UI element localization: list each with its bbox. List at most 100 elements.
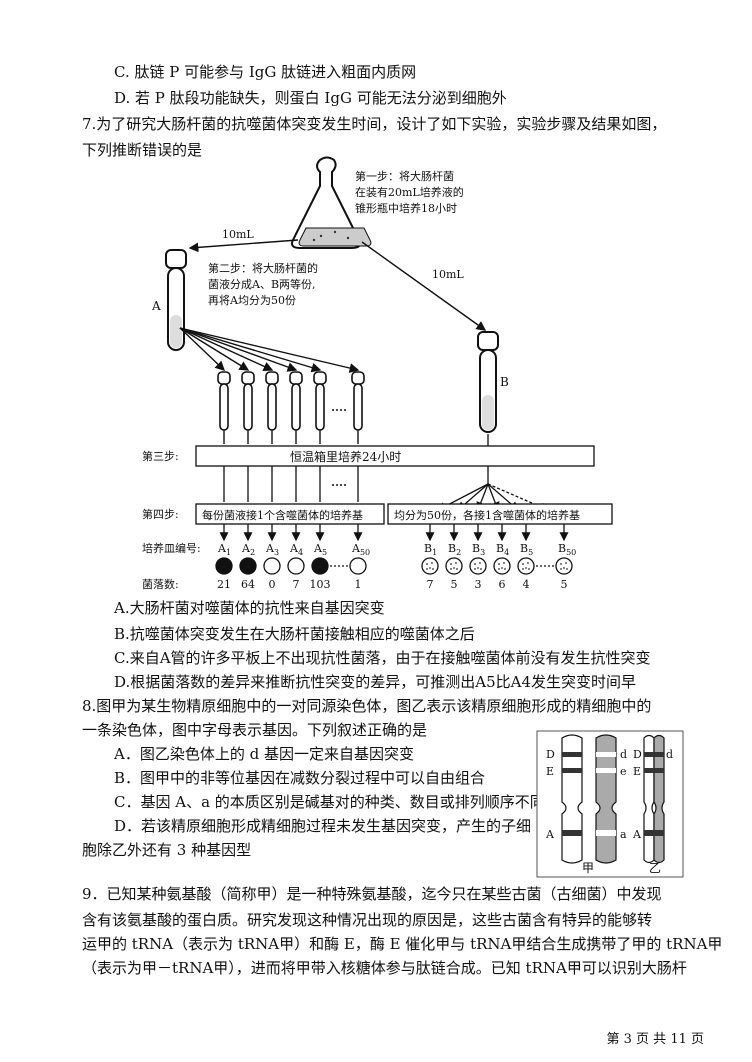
colony-dot [453, 567, 455, 569]
a-dish-label: A1 [217, 542, 231, 557]
volume-right-label: 10mL [432, 268, 464, 281]
a-petri-dish [311, 557, 329, 575]
colony-dot [498, 568, 500, 570]
step2-line1: 第二步：将大肠杆菌的 [208, 261, 318, 275]
a-dish-label: A4 [289, 542, 303, 557]
a-colony-count: 103 [310, 578, 331, 591]
a-dish-label: A2 [241, 542, 255, 557]
dish-number-label: 培养皿编号: [142, 541, 201, 555]
colony-dot [450, 563, 452, 565]
step1-line3: 锥形瓶中培养18小时 [355, 201, 457, 215]
a-dish-label: A50 [351, 542, 370, 557]
colony-dot [522, 563, 524, 565]
chromosome-jia-left [561, 734, 583, 864]
step3-box [195, 445, 595, 467]
a-colony-count: 21 [217, 578, 231, 591]
colony-dot [522, 568, 524, 570]
colony-dot [566, 568, 568, 570]
q7-option-d: D.根据菌落数的差异来推断抗性突变的差异，可推测出A5比A4发生突变时间早 [114, 673, 637, 691]
step3-label: 第三步: [142, 449, 179, 463]
colony-dot [429, 567, 431, 569]
q8-stem-line1: 8.图甲为某生物精原细胞中的一对同源染色体，图乙表示该精原细胞形成的精细胞中的 [82, 697, 652, 715]
colony-dot [479, 562, 481, 564]
a-dish-label: A3 [265, 542, 279, 557]
a-dish-label: A5 [313, 542, 327, 557]
colony-dot [450, 568, 452, 570]
small-tubes [217, 371, 365, 444]
tube-a-icon [165, 249, 187, 351]
b-petri-dish [517, 557, 535, 575]
gene-label-A: A [545, 828, 555, 841]
colony-dot [432, 568, 434, 570]
colony-dot [565, 562, 567, 564]
colony-dot [525, 567, 527, 569]
b-dish-label: B2 [448, 542, 461, 557]
q7-stem-line1: 7.为了研究大肠杆菌的抗噬菌体突变发生时间，设计了如下实验，实验步骤及结果如图， [82, 115, 667, 133]
q8-option-d: D．若该精原细胞形成精细胞过程未发生基因突变，产生的子细 [114, 817, 532, 835]
q6-option-c: C. 肽链 P 可能参与 IgG 肽链进入粗面内质网 [114, 63, 417, 81]
colony-dot [563, 567, 565, 569]
q8-option-c: C．基因 A、a 的本质区别是碱基对的种类、数目或排列顺序不同 [114, 793, 545, 811]
step2-line3: 再将A均分为50份 [208, 294, 296, 307]
b-petri-dish [445, 557, 463, 575]
b-petri-dish [469, 557, 487, 575]
q7-experiment-figure: 第一步：将大肠杆菌 在装有20mL培养液的 锥形瓶中培养18小时 10mL 10… [142, 156, 613, 591]
q8-option-b: B．图甲中的非等位基因在减数分裂过程中可以自由组合 [114, 769, 486, 787]
gene-label-d: d [620, 748, 627, 761]
b-colony-count: 6 [499, 578, 506, 591]
b-petri-dish [555, 557, 573, 575]
colony-dot [456, 568, 458, 570]
a-colony-count: 0 [269, 578, 276, 591]
a-petri-dish [287, 557, 305, 575]
step4-label: 第四步: [142, 507, 179, 521]
tube-a-label: A [151, 299, 161, 313]
step1-line1: 第一步：将大肠杆菌 [355, 169, 454, 183]
colony-dot [501, 567, 503, 569]
yi-gene-label-D: D [633, 748, 642, 761]
b-dish-label: B1 [424, 542, 437, 557]
colony-dot [477, 567, 479, 569]
a-petri-dish [263, 557, 281, 575]
b-petri-dish [493, 557, 511, 575]
q9-line3: 运甲的 tRNA（表示为 tRNA甲）和酶 E，酶 E 催化甲与 tRNA甲结合… [82, 935, 723, 953]
gene-label-D: D [546, 748, 555, 761]
step2-line2: 菌液分成A、B两等份, [208, 277, 316, 291]
b-dish-label: B50 [558, 542, 576, 557]
b-colony-count: 3 [475, 578, 482, 591]
colony-count-label: 菌落数: [142, 578, 179, 591]
step1-line2: 在装有20mL培养液的 [355, 185, 464, 199]
a-colony-count: 7 [293, 578, 300, 591]
b-colony-count: 5 [561, 578, 568, 591]
b-dish-label: B4 [496, 542, 509, 557]
q9-line4: （表示为甲－tRNA甲），进而将甲带入核糖体参与肽链合成。已知 tRNA甲可以识… [82, 959, 687, 977]
b-dish-label: B5 [520, 542, 533, 557]
tube-b-label: B [500, 375, 509, 389]
colony-dot [455, 562, 457, 564]
colony-dot [503, 562, 505, 564]
a-petri-dish [349, 557, 367, 575]
q7-option-b: B.抗噬菌体突变发生在大肠杆菌接触相应的噬菌体之后 [114, 625, 475, 643]
colony-dot [504, 568, 506, 570]
colony-dot [480, 568, 482, 570]
step3-box-text: 恒温箱里培养24小时 [290, 449, 401, 464]
step4-box-right [387, 503, 613, 525]
figure-label-yi: 乙 [649, 861, 661, 875]
q6-option-d: D. 若 P 肽段功能缺失，则蛋白 IgG 可能无法分泌到细胞外 [114, 89, 507, 107]
a-colony-count: 1 [355, 578, 362, 591]
b-colony-count: 4 [523, 578, 530, 591]
q9-line1: 9．已知某种氨基酸（简称甲）是一种特殊氨基酸，迄今只在某些古菌（古细菌）中发现 [82, 885, 662, 903]
colony-dot [528, 568, 530, 570]
a-petri-dish [239, 557, 257, 575]
q7-stem-line2: 下列推断错误的是 [82, 141, 203, 159]
gene-label-e: e [620, 765, 627, 778]
colony-dot [560, 563, 562, 565]
a-petri-dish [215, 557, 233, 575]
b-colony-count: 5 [451, 578, 458, 591]
b-petri-dish [421, 557, 439, 575]
chromosome-jia-right [595, 734, 617, 864]
flask-icon [291, 156, 372, 249]
b-dish-label: B3 [472, 542, 485, 557]
step4-box-left-text: 每份菌液接1个含噬菌体的培养基 [202, 508, 363, 522]
yi-gene-label-A: A [632, 828, 642, 841]
